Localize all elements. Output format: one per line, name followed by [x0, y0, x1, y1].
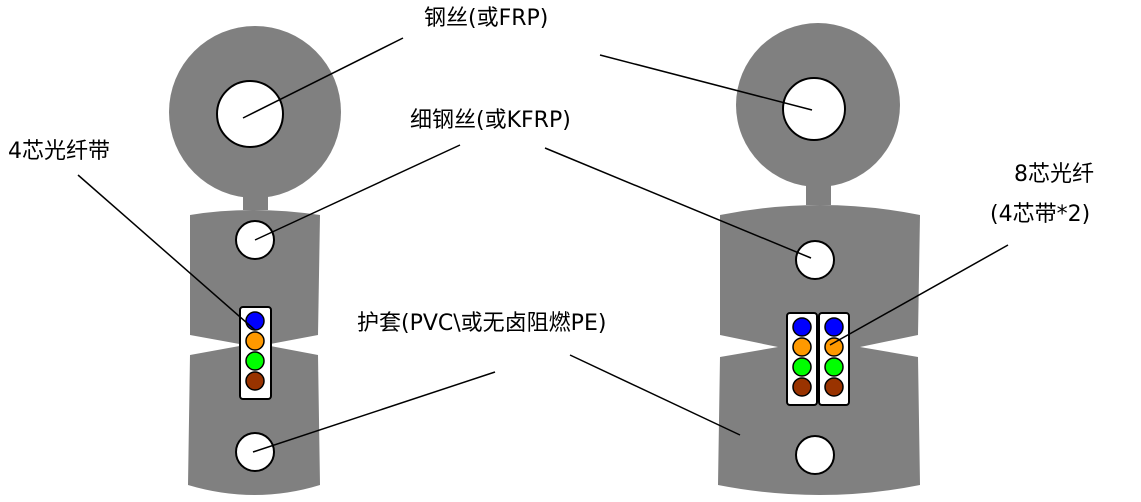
right-steel-wire	[782, 77, 846, 141]
leader-jacket-left	[252, 371, 496, 453]
right-ribbon-1	[786, 312, 818, 406]
fiber-brown	[824, 377, 844, 397]
fiber-brown	[792, 377, 812, 397]
left-cable	[169, 26, 341, 495]
label-eight-core-line1: 8芯光纤	[1014, 162, 1094, 187]
fiber-blue	[245, 311, 265, 331]
leader-lines	[77, 37, 1009, 453]
leader-eight-core	[829, 244, 1009, 346]
fiber-orange	[824, 337, 844, 357]
fiber-green	[245, 351, 265, 371]
leader-four-core-ribbon	[77, 174, 256, 331]
leader-thin-wire-left	[254, 144, 461, 241]
label-steel-wire: 钢丝(或FRP)	[424, 6, 549, 31]
leader-steel-wire-right	[599, 54, 813, 111]
right-cable	[718, 23, 920, 495]
fiber-orange	[792, 337, 812, 357]
fiber-orange	[245, 331, 265, 351]
label-thin-steel-wire: 细钢丝(或KFRP)	[410, 108, 571, 133]
label-four-core-ribbon: 4芯光纤带	[8, 139, 110, 164]
right-ribbon-2	[818, 312, 850, 406]
leader-steel-wire-left	[242, 37, 404, 119]
label-eight-core-line2: (4芯带*2)	[990, 202, 1091, 227]
label-jacket: 护套(PVC\或无卤阻燃PE)	[357, 311, 607, 336]
fiber-brown	[245, 371, 265, 391]
fiber-blue	[824, 317, 844, 337]
right-thin-wire-bottom	[795, 435, 835, 475]
fiber-green	[792, 357, 812, 377]
fiber-blue	[792, 317, 812, 337]
fiber-green	[824, 357, 844, 377]
leader-thin-wire-right	[544, 147, 812, 259]
right-thin-wire-top	[795, 240, 835, 280]
leader-jacket-right	[569, 354, 741, 436]
